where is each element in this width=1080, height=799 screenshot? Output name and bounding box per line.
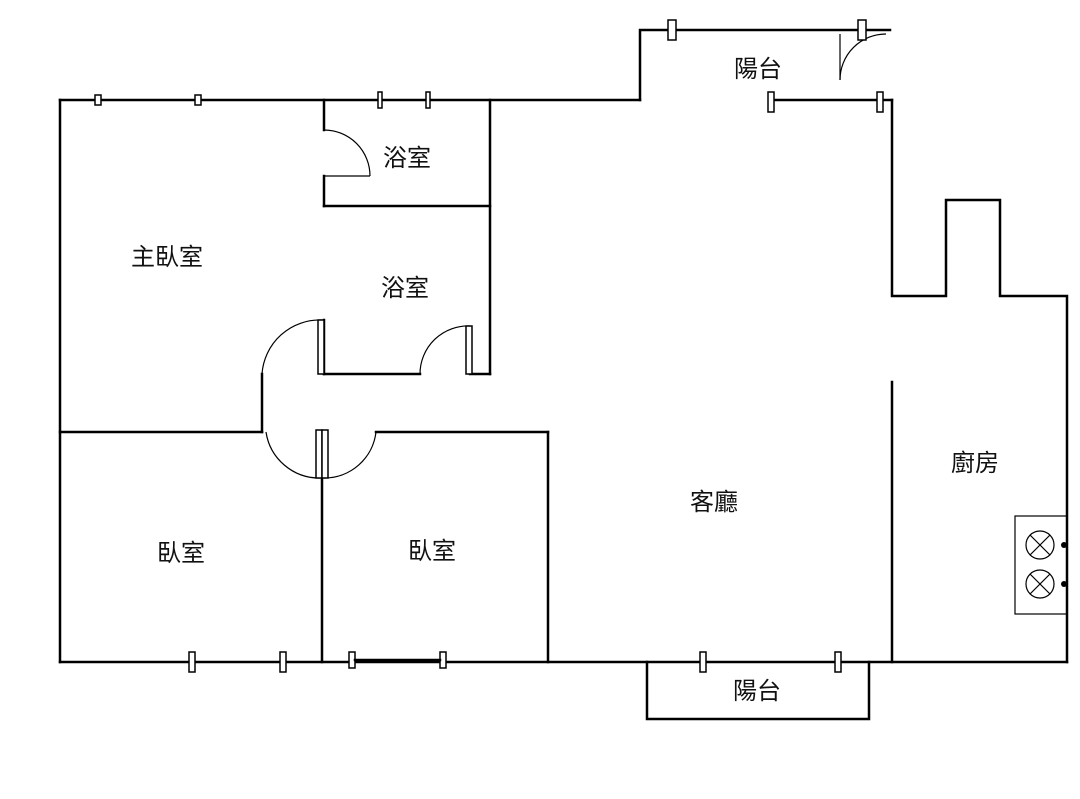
master-bedroom-label: 主臥室 [131, 243, 203, 271]
balcony-bottom-label: 陽台 [733, 677, 781, 705]
bath-mid-label: 浴室 [381, 274, 429, 302]
balcony-top-label: 陽台 [734, 55, 782, 83]
bath-top-label: 浴室 [383, 144, 431, 172]
stove [1014, 515, 1068, 615]
balcony-top-outline [638, 28, 892, 102]
bedroom-left-label: 臥室 [157, 539, 205, 567]
bedroom-mid-label: 臥室 [408, 537, 456, 565]
interior-walls [58, 98, 894, 664]
kitchen-label: 廚房 [951, 449, 999, 477]
doors [261, 33, 887, 479]
living-room-label: 客廳 [690, 488, 738, 516]
windows [94, 19, 884, 673]
balcony-bottom-outline [645, 660, 871, 721]
outer-walls [58, 98, 1069, 664]
